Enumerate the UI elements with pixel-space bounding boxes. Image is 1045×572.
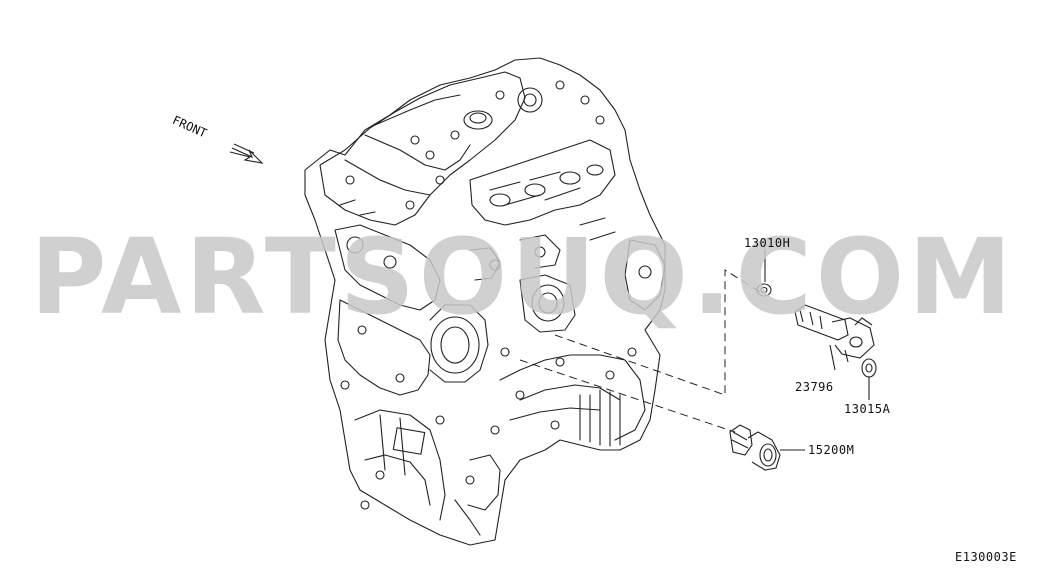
part-13015a-drawing xyxy=(861,358,877,400)
part-23796-drawing xyxy=(794,304,875,371)
diagram-code: E130003E xyxy=(955,550,1017,564)
part-13010h-drawing xyxy=(756,250,772,297)
part-label-23796[interactable]: 23796 xyxy=(795,380,834,394)
part-label-15200m[interactable]: 15200M xyxy=(808,443,855,457)
front-arrow-icon xyxy=(229,143,264,164)
watermark-text: PARTSOUQ.COM xyxy=(30,216,1016,338)
part-label-13010h[interactable]: 13010H xyxy=(744,236,791,250)
part-15200m-drawing xyxy=(729,424,805,471)
part-label-13015a[interactable]: 13015A xyxy=(844,402,891,416)
